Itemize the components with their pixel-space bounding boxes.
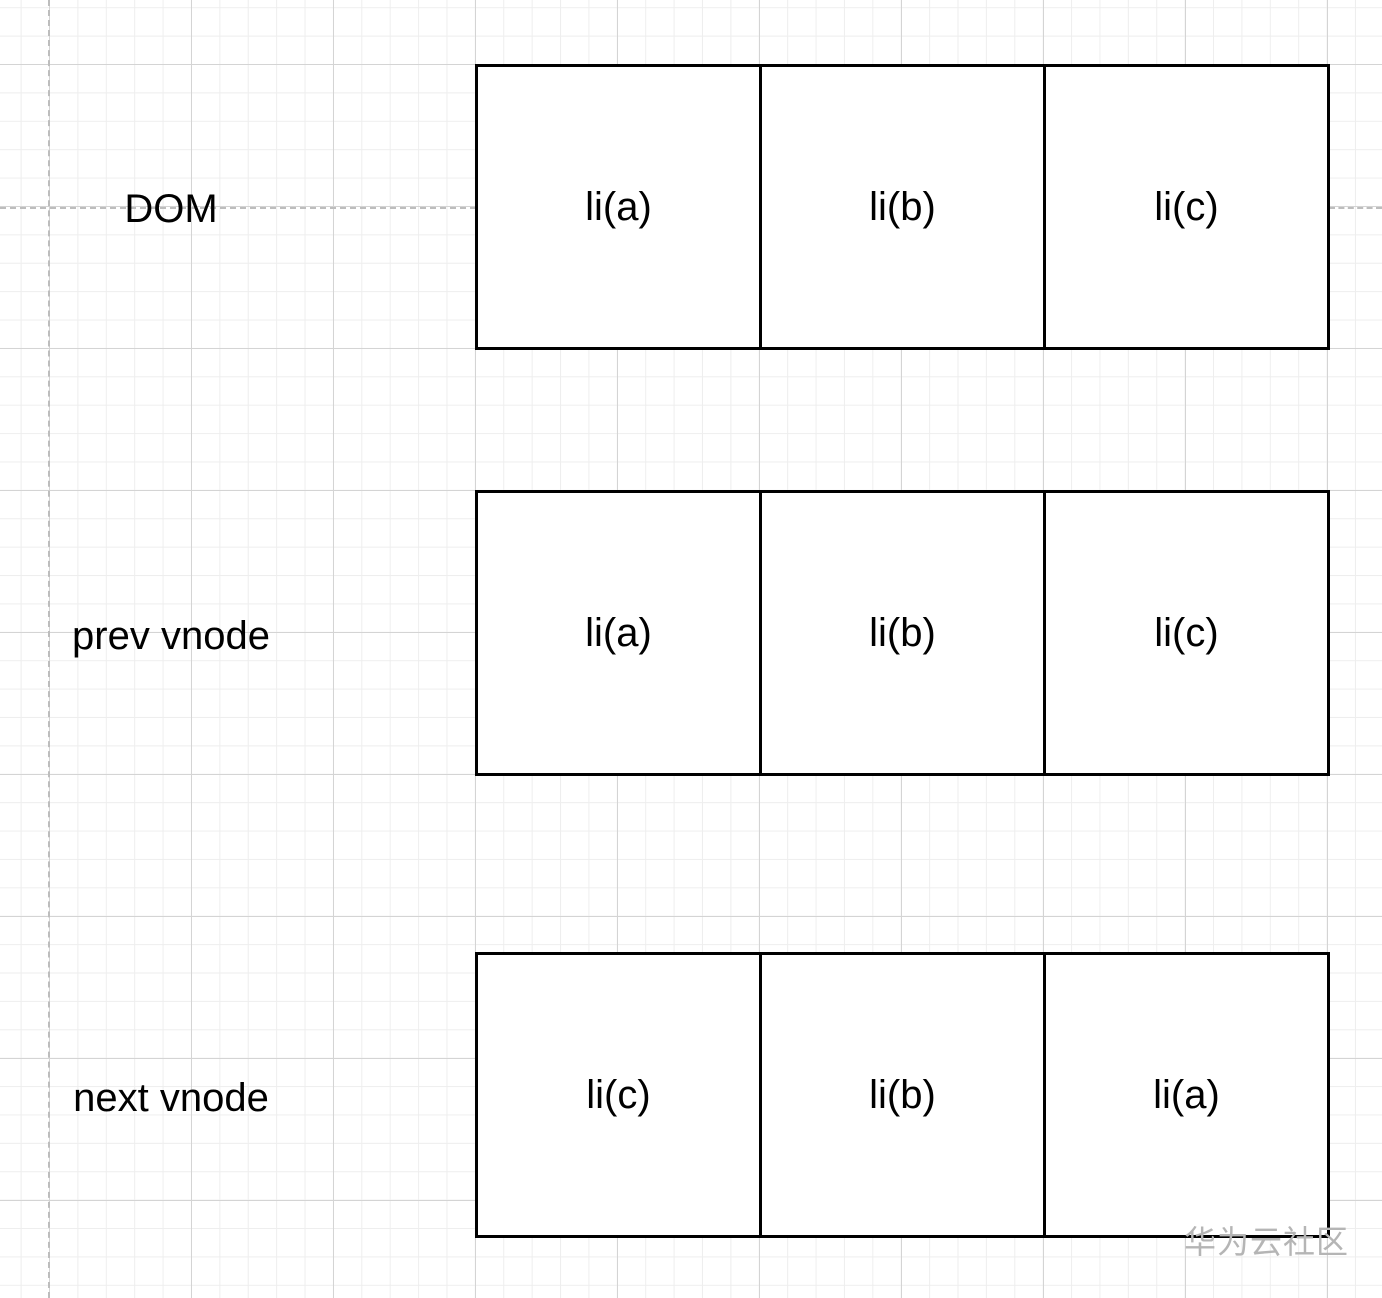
next-vnode-cell: li(b): [762, 952, 1046, 1238]
horizontal-guide-line-left: [0, 207, 476, 209]
row-label-text: DOM: [124, 187, 218, 231]
row-label-text: prev vnode: [72, 614, 270, 658]
dom-node-cell: li(a): [475, 64, 762, 350]
horizontal-guide-line-right: [1329, 207, 1382, 209]
next-vnode-cell: li(c): [475, 952, 762, 1238]
next-vnode-cell: li(a): [1046, 952, 1330, 1238]
next-vnode-row: li(c) li(b) li(a): [475, 952, 1330, 1238]
prev-vnode-cell: li(c): [1046, 490, 1330, 776]
row-label-prev-vnode: prev vnode: [46, 612, 296, 660]
row-label-text: next vnode: [73, 1076, 269, 1120]
row-label-next-vnode: next vnode: [46, 1074, 296, 1122]
prev-vnode-row: li(a) li(b) li(c): [475, 490, 1330, 776]
dom-node-row: li(a) li(b) li(c): [475, 64, 1330, 350]
prev-vnode-cell: li(b): [762, 490, 1046, 776]
dom-node-cell: li(c): [1046, 64, 1330, 350]
prev-vnode-cell: li(a): [475, 490, 762, 776]
watermark: 华为云社区: [1184, 1223, 1350, 1261]
dom-node-cell: li(b): [762, 64, 1046, 350]
vertical-guide-line: [48, 0, 50, 1298]
row-label-dom: DOM: [46, 185, 296, 233]
